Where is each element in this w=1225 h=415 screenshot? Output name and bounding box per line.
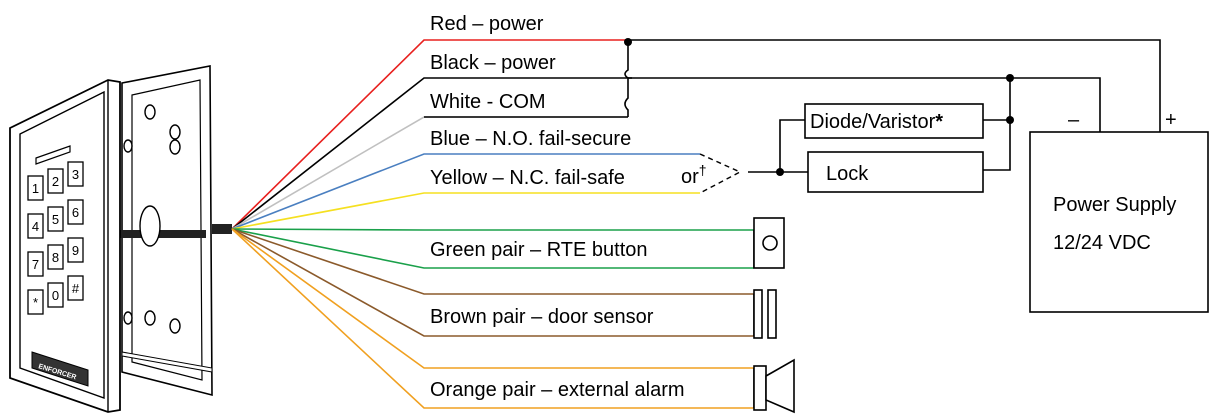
plate-cable-hole: [139, 205, 161, 247]
keypad-key-label: 1: [32, 181, 39, 196]
keypad-key-label: 3: [72, 167, 79, 182]
brown-wire-label: Brown pair – door sensor: [430, 306, 654, 328]
power-supply: Power Supply 12/24 VDC – +: [1029, 109, 1209, 313]
blue-wire-label: Blue – N.O. fail-secure: [430, 128, 631, 150]
keypad-key-label: 9: [72, 243, 79, 258]
junction-dot: [624, 38, 632, 46]
black-wire: [231, 77, 628, 230]
rte-button: [753, 217, 785, 269]
green-wire: [231, 228, 754, 231]
plus-terminal: +: [1165, 109, 1177, 131]
wire-labels: Red – power Black – power White - COM Bl…: [430, 13, 707, 401]
red-wire-label: Red – power: [430, 13, 544, 35]
diode-varistor-box: [804, 103, 984, 139]
lock-box: [807, 151, 984, 193]
brown-wire: [231, 228, 754, 295]
keypad-key-label: 4: [32, 219, 39, 234]
lock-label: Lock: [826, 163, 869, 185]
yellow-wire-label: Yellow – N.C. fail-safe: [430, 167, 625, 189]
keypad-key: 5: [47, 206, 64, 232]
cable-stub: [212, 224, 232, 234]
keypad-key-label: #: [72, 281, 80, 296]
keypad-key-label: 2: [52, 174, 59, 189]
keypad-key-label: *: [33, 295, 38, 310]
keypad-key: *: [27, 289, 44, 315]
lock-circuit: Diode/Varistor* Lock: [699, 103, 984, 194]
keypad-key: 6: [67, 199, 84, 225]
speaker-icon: [753, 365, 767, 411]
keypad-key-label: 6: [72, 205, 79, 220]
external-alarm: [753, 358, 795, 414]
keypad-key-label: 5: [52, 212, 59, 227]
power-supply-voltage: 12/24 VDC: [1053, 232, 1151, 254]
black-wire-label: Black – power: [430, 52, 556, 74]
keypad-key: 1: [27, 175, 44, 201]
yellow-wire: [231, 192, 700, 230]
red-wire: [231, 39, 628, 230]
keypad-key: 4: [27, 213, 44, 239]
blue-wire: [231, 153, 700, 230]
button-icon: [762, 235, 778, 251]
keypad-key: 8: [47, 244, 64, 270]
white-wire-label: White - COM: [430, 91, 546, 113]
orange-wire: [231, 228, 754, 369]
keypad-key: 9: [67, 237, 84, 263]
keypad-key: 3: [67, 161, 84, 187]
or-label: or†: [681, 162, 707, 188]
power-routing: [424, 38, 1161, 171]
power-supply-box: [1029, 131, 1209, 313]
door-sensor: [753, 289, 777, 339]
or-connector: [699, 153, 742, 194]
keypad-key: 0: [47, 282, 64, 308]
indicator-bar: [35, 145, 71, 165]
diode-label: Diode/Varistor*: [810, 111, 943, 133]
keypad-key: 7: [27, 251, 44, 277]
keypad-key: 2: [47, 168, 64, 194]
keypad-key-label: 7: [32, 257, 39, 272]
green-wire-label: Green pair – RTE button: [430, 239, 648, 261]
orange-wire-label: Orange pair – external alarm: [430, 379, 685, 401]
keypad-key-label: 8: [52, 250, 59, 265]
keypad-key-label: 0: [52, 288, 59, 303]
keypad-key: #: [67, 275, 84, 301]
power-supply-title: Power Supply: [1053, 194, 1176, 216]
minus-terminal: –: [1068, 109, 1080, 131]
